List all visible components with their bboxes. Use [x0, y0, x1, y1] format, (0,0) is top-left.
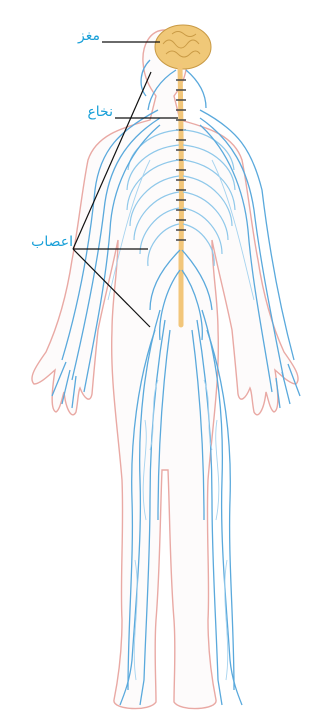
spinal-cord-shape [180, 66, 181, 325]
brain-shape [155, 25, 211, 69]
nerves-label-text: اعصاب [31, 234, 73, 250]
brain-label-text: مغز [78, 28, 100, 44]
spinal-cord-label-text: نخاع [87, 104, 113, 120]
